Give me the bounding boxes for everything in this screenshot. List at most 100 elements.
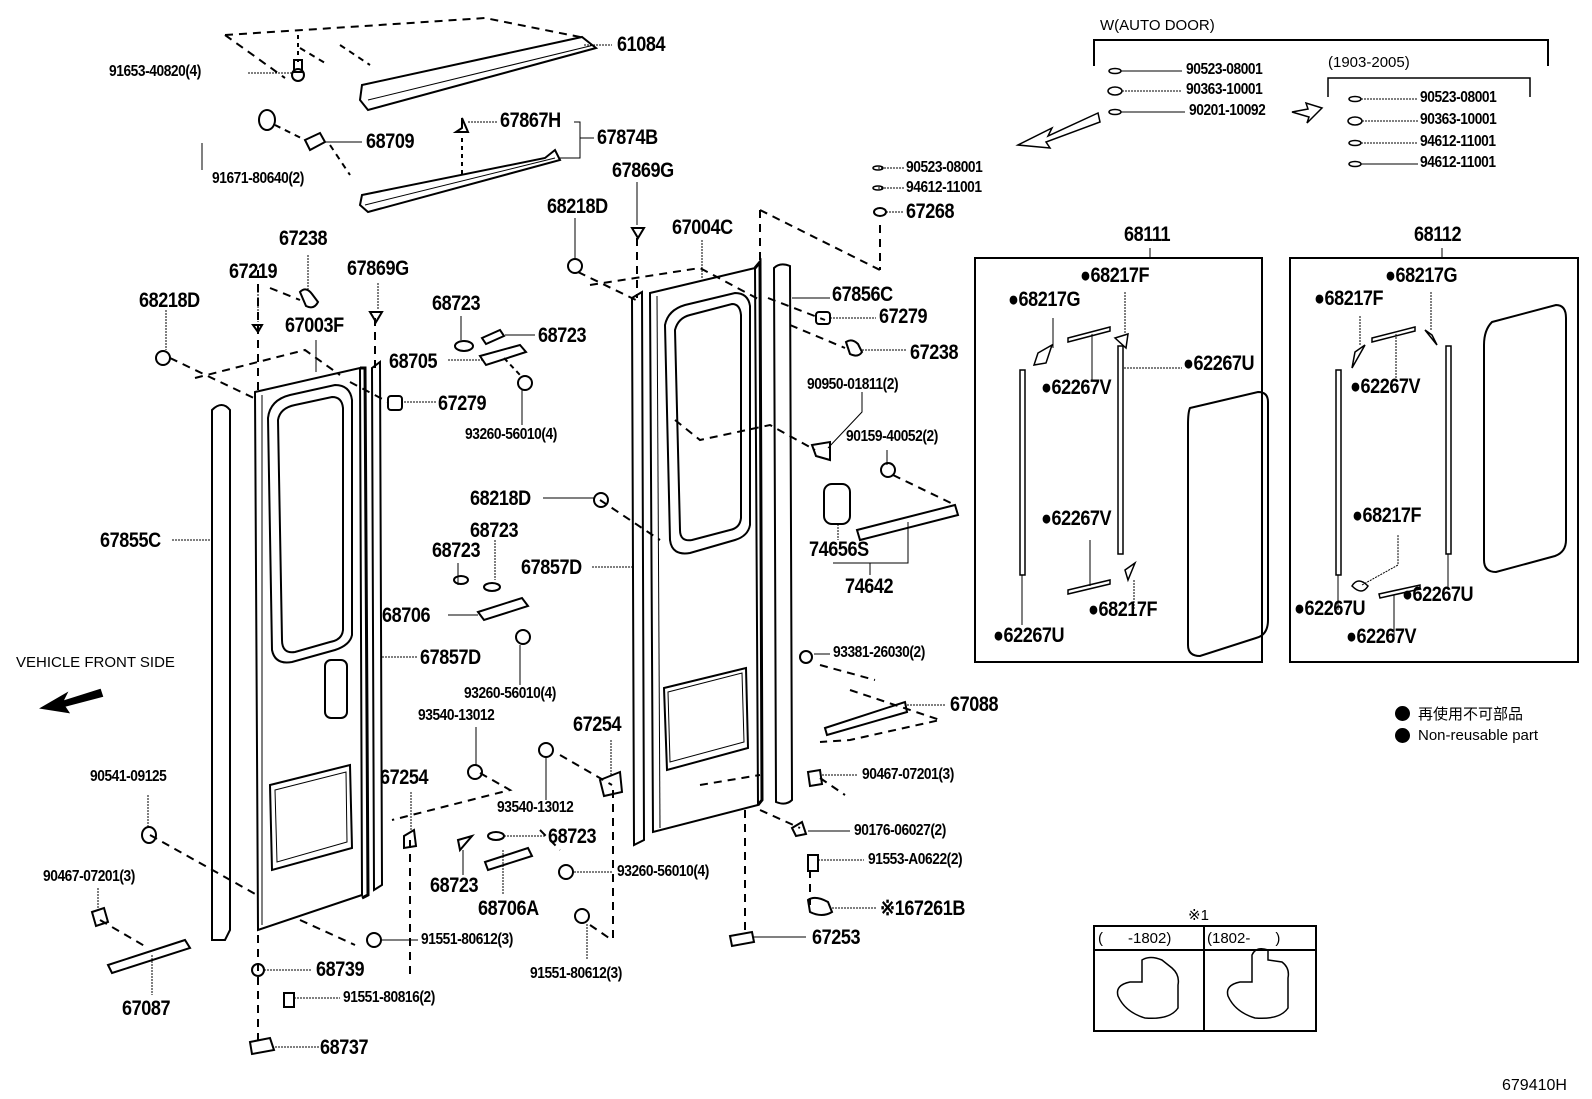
part-label-68218D[interactable]: 68218D xyxy=(547,195,608,218)
glass-kit-68111-drawing xyxy=(974,248,1269,663)
part-label-67088[interactable]: 67088 xyxy=(950,693,999,716)
part-label-90541-09125[interactable]: 90541-09125 xyxy=(90,768,167,785)
auto-door-part[interactable]: 90523-08001 xyxy=(1186,61,1263,78)
part-label-68723[interactable]: 68723 xyxy=(432,292,481,315)
weatherstrip-67856C xyxy=(772,263,794,805)
auto-door-sub-part[interactable]: 94612-11001 xyxy=(1420,154,1496,171)
auto-door-sub-part[interactable]: 94612-11001 xyxy=(1420,133,1496,150)
part-label-67238[interactable]: 67238 xyxy=(279,227,328,250)
glass-kit-part[interactable]: ●68217F xyxy=(1352,504,1422,527)
part-label-67238[interactable]: 67238 xyxy=(910,341,959,364)
part-label-93260-56010[interactable]: 93260-56010(4) xyxy=(617,863,709,880)
part-label-91671-80640[interactable]: 91671-80640(2) xyxy=(212,170,304,187)
part-label-93540-13012[interactable]: 93540-13012 xyxy=(497,799,574,816)
arrow-down-left-icon xyxy=(1015,111,1101,149)
part-label-68706A[interactable]: 68706A xyxy=(478,897,539,920)
leader-lines xyxy=(97,44,946,1048)
part-label-67003F[interactable]: 67003F xyxy=(285,314,344,337)
part-label-90523-08001[interactable]: 90523-08001 xyxy=(906,159,983,176)
part-label-93540-13012[interactable]: 93540-13012 xyxy=(418,707,495,724)
part-label-67869G[interactable]: 67869G xyxy=(347,257,409,280)
part-label-67857D[interactable]: 67857D xyxy=(521,556,582,579)
part-label-67857D[interactable]: 67857D xyxy=(420,646,481,669)
part-label-68739[interactable]: 68739 xyxy=(316,958,365,981)
part-label-91653-40820[interactable]: 91653-40820(4) xyxy=(109,63,201,80)
part-label-90176-06027[interactable]: 90176-06027(2) xyxy=(854,822,946,839)
part-label-90467-07201[interactable]: 90467-07201(3) xyxy=(862,766,954,783)
auto-door-part[interactable]: 90201-10092 xyxy=(1189,102,1266,119)
glass-kit-68111-number[interactable]: 68111 xyxy=(1124,223,1171,246)
glass-kit-part[interactable]: ●62267V xyxy=(1041,376,1112,399)
part-label-68723[interactable]: 68723 xyxy=(432,539,481,562)
glass-kit-part[interactable]: ●62267U xyxy=(1402,583,1474,606)
part-label-67867H[interactable]: 67867H xyxy=(500,109,561,132)
part-label-61084[interactable]: 61084 xyxy=(617,33,666,56)
part-label-67279[interactable]: 67279 xyxy=(879,305,928,328)
part-label-68723[interactable]: 68723 xyxy=(430,874,479,897)
part-label-67268[interactable]: 67268 xyxy=(906,200,955,223)
glass-kit-part[interactable]: ●62267V xyxy=(1350,375,1421,398)
part-label-93260-56010[interactable]: 93260-56010(4) xyxy=(464,685,556,702)
part-label-90950-01811[interactable]: 90950-01811(2) xyxy=(807,376,899,393)
glass-kit-68112-number[interactable]: 68112 xyxy=(1414,223,1462,246)
part-label-68723[interactable]: 68723 xyxy=(548,825,597,848)
part-label-67261B[interactable]: ※167261B xyxy=(880,897,966,920)
part-label-91551-80816[interactable]: 91551-80816(2) xyxy=(343,989,435,1006)
part-label-93381-26030[interactable]: 93381-26030(2) xyxy=(833,644,925,661)
part-label-67087[interactable]: 67087 xyxy=(122,997,171,1020)
part-label-68737[interactable]: 68737 xyxy=(320,1036,369,1059)
part-label-91551-80612[interactable]: 91551-80612(3) xyxy=(530,965,622,982)
non-reusable-bullet-icon xyxy=(1395,728,1410,743)
vehicle-front-arrow-icon xyxy=(39,688,104,714)
part-label-94612-11001[interactable]: 94612-11001 xyxy=(906,179,982,196)
glass-kit-part[interactable]: ●62267U xyxy=(993,624,1065,647)
part-label-74642[interactable]: 74642 xyxy=(845,575,894,598)
lower-rail-67874B xyxy=(358,117,562,214)
part-label-68709[interactable]: 68709 xyxy=(366,130,415,153)
part-label-68723[interactable]: 68723 xyxy=(538,324,587,347)
part-label-67855C[interactable]: 67855C xyxy=(100,529,161,552)
part-label-67869G[interactable]: 67869G xyxy=(612,159,674,182)
weatherstrip-67855C xyxy=(211,404,231,941)
part-label-91553-A0622[interactable]: 91553-A0622(2) xyxy=(868,851,963,868)
part-label-90467-07201[interactable]: 90467-07201(3) xyxy=(43,868,135,885)
part-label-67856C[interactable]: 67856C xyxy=(832,283,893,306)
part-label-67254[interactable]: 67254 xyxy=(380,766,429,789)
glass-kit-part[interactable]: ●68217F xyxy=(1314,287,1384,310)
auto-door-sub-part[interactable]: 90363-10001 xyxy=(1420,111,1497,128)
part-label-67279[interactable]: 67279 xyxy=(438,392,487,415)
part-label-67253[interactable]: 67253 xyxy=(812,926,861,949)
seal-67857D-right xyxy=(630,290,646,847)
part-label-68218D[interactable]: 68218D xyxy=(139,289,200,312)
part-label-67874B[interactable]: 67874B xyxy=(597,126,658,149)
glass-kit-part[interactable]: ●68217F xyxy=(1080,264,1150,287)
glass-kit-part[interactable]: ●62267U xyxy=(1183,352,1255,375)
glass-kit-part[interactable]: ●68217G xyxy=(1385,264,1458,287)
part-label-90159-40052[interactable]: 90159-40052(2) xyxy=(846,428,938,445)
bolt-icon xyxy=(291,35,305,82)
glass-kit-part[interactable]: ●62267V xyxy=(1346,625,1417,648)
glass-kit-part[interactable]: ●62267V xyxy=(1041,507,1112,530)
door-panel-67003F xyxy=(253,366,370,932)
inset-marker: ※1 xyxy=(1188,907,1209,924)
part-label-68706[interactable]: 68706 xyxy=(382,604,431,627)
part-label-67254[interactable]: 67254 xyxy=(573,713,622,736)
roof-rail-61084 xyxy=(224,16,599,112)
part-label-93260-56010[interactable]: 93260-56010(4) xyxy=(465,426,557,443)
glass-kit-part[interactable]: ●68217F xyxy=(1088,598,1158,621)
part-label-74656S[interactable]: 74656S xyxy=(809,538,869,561)
auto-door-part[interactable]: 90363-10001 xyxy=(1186,81,1263,98)
part-label-68218D[interactable]: 68218D xyxy=(470,487,531,510)
part-label-67004C[interactable]: 67004C xyxy=(672,216,733,239)
part-label-68723[interactable]: 68723 xyxy=(470,519,519,542)
glass-kit-part[interactable]: ●68217G xyxy=(1008,288,1081,311)
assembly-lines-right xyxy=(391,209,956,975)
auto-door-sub-part[interactable]: 90523-08001 xyxy=(1420,89,1497,106)
glass-kit-part[interactable]: ●62267U xyxy=(1294,597,1366,620)
part-label-68705[interactable]: 68705 xyxy=(389,350,438,373)
legend-text-jp: 再使用不可部品 xyxy=(1418,706,1524,723)
part-label-91551-80612[interactable]: 91551-80612(3) xyxy=(421,931,513,948)
part-label-67219[interactable]: 67219 xyxy=(229,260,278,283)
legend-row-en: Non-reusable part xyxy=(1395,727,1538,744)
inset-col-2-range: (1802- ) xyxy=(1207,930,1281,947)
